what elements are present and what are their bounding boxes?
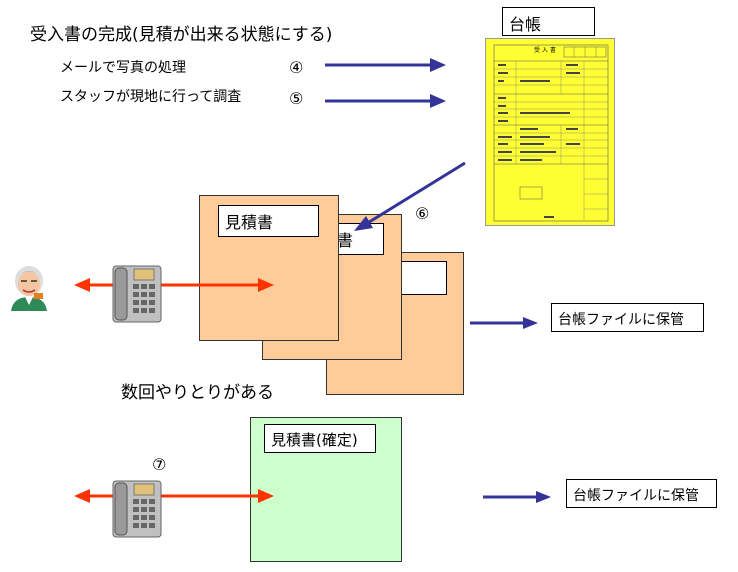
red-arrow-exchange-1 [74,278,274,292]
arrow-to-storage-2 [483,491,551,503]
arrow-step4 [325,58,446,72]
elderly-man-icon [11,266,47,311]
red-arrow-exchange-2 [74,489,274,503]
final-label: 見積書(確定) [271,431,358,449]
estimate-front-label: 見積書 [225,213,274,232]
ledger-form-lines-icon [493,44,609,222]
ledger-label: 台帳 [509,15,542,34]
arrow-step5 [325,94,446,108]
arrow-step6 [354,161,466,231]
storage-label-2: 台帳ファイルに保管 [573,488,699,504]
estimate-sheet-front: 見積書 [199,195,339,341]
ledger-form: 受 入 書 [485,38,615,226]
storage-label-1: 台帳ファイルに保管 [558,312,684,328]
step4-number: ④ [289,58,304,77]
ledger-form-heading: 受 入 書 [534,47,556,54]
exchange-note: 数回やりとりがある [121,383,274,403]
storage-box-2: 台帳ファイルに保管 [566,479,717,508]
final-label-box: 見積書(確定) [264,424,376,453]
step5-text: スタッフが現地に行って調査 [60,89,242,105]
arrow-to-storage-1 [470,317,538,329]
step4-text: メールで写真の処理 [60,60,186,76]
estimate-front-label-box: 見積書 [218,205,319,237]
telephone-icon [112,265,162,323]
ledger-label-box: 台帳 [502,7,595,36]
diagram-title: 受入書の完成(見積が出来る状態にする) [30,25,333,45]
final-estimate-sheet: 見積書(確定) [250,417,402,562]
step5-number: ⑤ [289,89,304,108]
telephone-icon [112,480,162,538]
storage-box-1: 台帳ファイルに保管 [551,303,704,332]
estimate-middle-label: 書 [337,231,354,250]
step6-number: ⑥ [415,204,430,223]
step7-number: ⑦ [152,455,167,474]
